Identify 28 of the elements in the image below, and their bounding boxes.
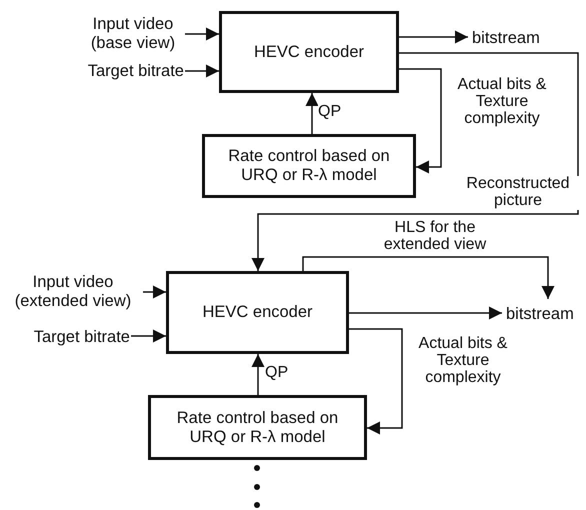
box-text: HEVC encoder bbox=[254, 42, 364, 62]
process-box bbox=[148, 395, 367, 460]
arrow bbox=[399, 30, 468, 44]
arrow bbox=[349, 306, 502, 320]
node-text: bitstream bbox=[506, 304, 574, 324]
node-text: bitstream bbox=[472, 28, 540, 48]
process-box bbox=[219, 11, 399, 93]
node-text: Input video (base view) bbox=[90, 15, 176, 53]
node-text: Target bitrate bbox=[34, 328, 130, 346]
node-text: Target bitrate bbox=[88, 62, 184, 80]
arrow bbox=[185, 28, 219, 40]
box-text: Rate control based on URQ or R-λ model bbox=[227, 147, 391, 185]
box-text: HEVC encoder bbox=[202, 303, 313, 322]
arrow bbox=[252, 354, 264, 395]
arrow bbox=[131, 330, 166, 342]
arrow bbox=[306, 93, 318, 134]
arrow bbox=[143, 286, 166, 298]
arrow bbox=[252, 52, 579, 271]
box-text: Rate control based on URQ or R-λ model bbox=[176, 408, 340, 446]
arrow bbox=[399, 68, 442, 174]
process-box bbox=[202, 134, 416, 198]
arrow bbox=[185, 64, 219, 78]
process-box bbox=[166, 271, 349, 354]
edge-label: QP bbox=[265, 365, 288, 382]
arrow bbox=[349, 328, 403, 434]
node-text: Input video (extended view) bbox=[14, 273, 132, 311]
edge-label: QP bbox=[318, 104, 342, 121]
arrow bbox=[302, 256, 554, 299]
